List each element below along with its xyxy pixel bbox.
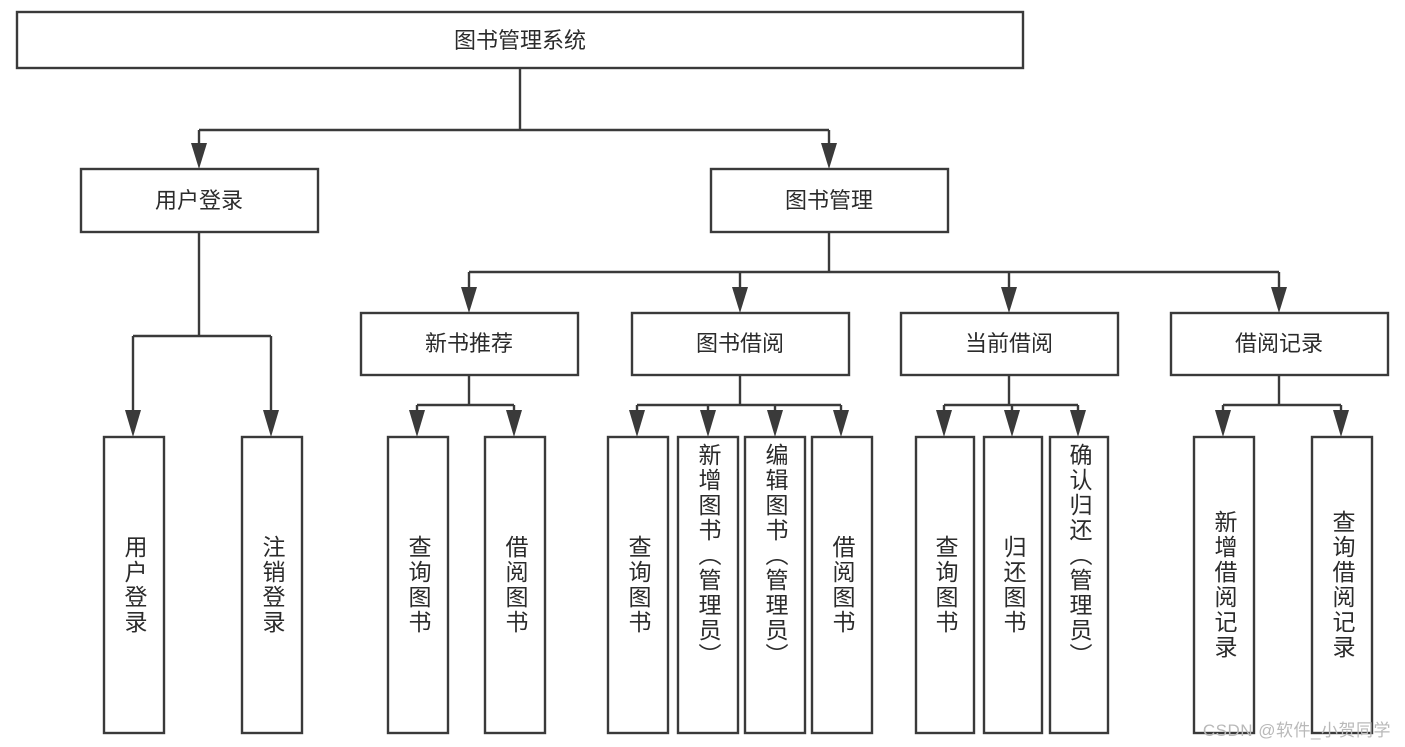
arrow-head-leaf-return-book [1004,410,1020,437]
node-leaf-add-borrow-record-box[interactable] [1192,435,1256,735]
node-new-book-recommend-box[interactable] [359,311,580,377]
node-user-login-box[interactable] [79,167,320,234]
node-leaf-query-borrow-record-box[interactable] [1310,435,1374,735]
connector-layer [125,68,1349,437]
node-new-book-recommend[interactable]: 新书推荐 [359,311,580,377]
node-user-login[interactable]: 用户登录 [79,167,320,234]
arrow-head-leaf-query-borrow-record [1333,410,1349,437]
node-borrow-records-box[interactable] [1169,311,1390,377]
arrow-head-user-login [191,143,207,169]
node-new-book-recommend-label: 新书推荐 [425,331,513,356]
arrow-head-borrow-records [1271,287,1287,313]
arrow-head-leaf-query-book-current [936,410,952,437]
node-leaf-query-book-borrow-box[interactable] [606,435,670,735]
node-root-label: 图书管理系统 [454,28,586,53]
node-book-management-box[interactable] [709,167,950,234]
arrow-head-new-book-recommend [461,287,477,313]
arrow-head-leaf-add-book-admin [700,410,716,437]
arrow-head-leaf-user-login [125,410,141,437]
arrow-head-leaf-borrow-book-recommend [506,410,522,437]
node-current-borrow[interactable]: 当前借阅 [899,311,1120,377]
arrow-head-book-management [821,143,837,169]
node-book-management-label: 图书管理 [785,188,873,213]
arrow-head-leaf-query-book-recommend [409,410,425,437]
node-root[interactable]: 图书管理系统 [15,10,1025,70]
node-borrow-records[interactable]: 借阅记录 [1169,311,1390,377]
node-book-borrow-label: 图书借阅 [696,331,784,356]
node-leaf-borrow-book-box[interactable] [810,435,874,735]
node-leaf-query-book-recommend-box[interactable] [386,435,450,735]
node-leaf-confirm-return-admin-box[interactable] [1048,435,1110,735]
node-user-login-label: 用户登录 [155,188,243,213]
node-root-box[interactable] [15,10,1025,70]
node-book-borrow-box[interactable] [630,311,851,377]
node-leaf-return-book-box[interactable] [982,435,1044,735]
node-borrow-records-label: 借阅记录 [1235,331,1323,356]
node-book-management[interactable]: 图书管理 [709,167,950,234]
arrow-head-leaf-add-borrow-record [1215,410,1231,437]
node-leaf-borrow-book-recommend-box[interactable] [483,435,547,735]
arrow-head-current-borrow [1001,287,1017,313]
node-current-borrow-box[interactable] [899,311,1120,377]
leaf-box-layer [102,435,1374,735]
arrow-head-leaf-borrow-book [833,410,849,437]
node-leaf-edit-book-admin-box[interactable] [743,435,807,735]
node-leaf-add-book-admin-box[interactable] [676,435,740,735]
arrow-head-leaf-query-book-borrow [629,410,645,437]
arrow-head-leaf-logout-login [263,410,279,437]
node-current-borrow-label: 当前借阅 [965,331,1053,356]
arrow-head-leaf-confirm-return-admin [1070,410,1086,437]
arrow-head-book-borrow [732,287,748,313]
arrow-head-leaf-edit-book-admin [767,410,783,437]
node-leaf-query-book-current-box[interactable] [914,435,976,735]
node-leaf-user-login-box[interactable] [102,435,166,735]
node-leaf-logout-login-box[interactable] [240,435,304,735]
node-book-borrow[interactable]: 图书借阅 [630,311,851,377]
